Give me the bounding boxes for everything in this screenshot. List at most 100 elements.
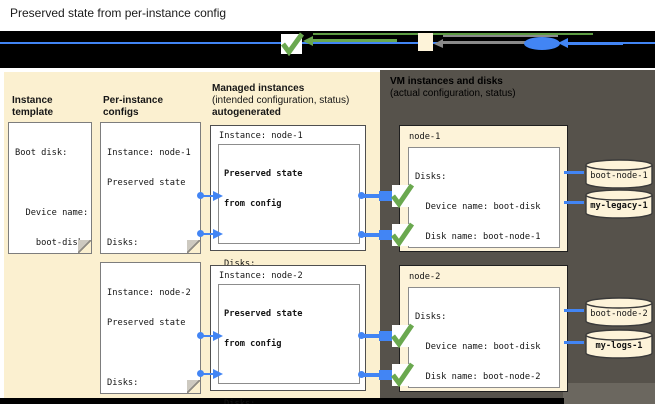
connector-square xyxy=(379,230,393,240)
disk-label: boot-node-1 xyxy=(590,171,648,181)
per-instance-config-node-2: Instance: node-2 Preserved state Disks: … xyxy=(100,262,201,394)
disk-cylinder-icon xyxy=(585,189,653,219)
page-fold-icon xyxy=(187,380,200,393)
per-instance-config-node-1: Instance: node-1 Preserved state Disks: … xyxy=(100,122,201,368)
disk-cylinder-icon xyxy=(585,329,653,359)
connector-dot xyxy=(358,192,365,199)
code-line: Disks: xyxy=(415,312,447,322)
applied-checkmark-icon xyxy=(391,183,415,208)
disk-connector-line xyxy=(564,309,584,312)
code-line: Preserved state xyxy=(107,178,186,188)
arrow-right-icon xyxy=(213,369,223,379)
code-line: Boot disk: xyxy=(15,148,68,158)
apply-arrow-green-body xyxy=(312,39,397,42)
managed-instance-node-1: Instance: node-1 Preserved state from co… xyxy=(210,125,366,389)
connector-dot xyxy=(358,371,365,378)
disk-label: my-logs-1 xyxy=(595,341,643,351)
disk-cylinder-icon xyxy=(585,159,653,189)
disk-cylinder-my-logs-1: my-logs-1 xyxy=(584,328,654,360)
arrow-right-icon xyxy=(213,191,223,201)
code-line: Disks: xyxy=(107,378,139,388)
disk-cylinder-boot-node-2: boot-node-2 xyxy=(584,296,654,328)
code-line: Disk name: boot-node-2 xyxy=(415,372,541,382)
code-line: from config xyxy=(224,339,282,349)
connector-line xyxy=(202,195,214,197)
column-header-per-instance-configs: Per-instance configs xyxy=(103,95,164,118)
applied-checkmark-icon xyxy=(391,362,415,387)
disk-cylinder-my-legacy-1: my-legacy-1 xyxy=(584,188,654,220)
connector-dot xyxy=(358,231,365,238)
disk-connector-line xyxy=(564,171,584,174)
disk-connector-line xyxy=(564,341,584,344)
connector-line xyxy=(364,373,380,377)
managed-instance-node-2: Instance: node-2 Preserved state from co… xyxy=(210,265,366,404)
legend-gray-line xyxy=(443,35,558,37)
instance-template-box: Boot disk: Device name: boot-disk xyxy=(8,122,92,254)
attach-arrow-blue-body xyxy=(568,42,623,45)
managed-instance-header: Instance: node-2 xyxy=(219,271,303,281)
bottom-border-bar xyxy=(0,398,564,404)
code-line: Device name: boot-disk xyxy=(415,202,541,212)
vm-instance-node-2: node-2 Disks: Device name: boot-disk Dis… xyxy=(399,265,568,392)
legend-green-line xyxy=(313,33,593,35)
code-line: Disks: xyxy=(415,172,447,182)
attach-arrow-blue-head-icon xyxy=(558,38,568,48)
connector-line xyxy=(364,194,380,198)
reference-arrow-gray-body xyxy=(443,41,548,44)
code-line: boot-disk xyxy=(15,238,83,248)
disk-label: my-legacy-1 xyxy=(590,201,648,211)
vm-panel-corner xyxy=(563,383,655,404)
connector-line xyxy=(202,373,214,375)
arrow-right-icon xyxy=(213,331,223,341)
connector-dot xyxy=(197,332,204,339)
disk-connector-line xyxy=(564,201,584,204)
code-line: Preserved state xyxy=(224,169,303,179)
disk-cylinder-icon xyxy=(585,297,653,327)
connector-line xyxy=(202,233,214,235)
code-line: Preserved state xyxy=(107,318,186,328)
page-fold-icon xyxy=(78,240,91,253)
column-header-instance-template: Instance template xyxy=(12,95,54,118)
code-line: Device name: xyxy=(15,208,89,218)
arrow-right-icon xyxy=(213,229,223,239)
connector-dot xyxy=(197,192,204,199)
mig-resource-square-icon xyxy=(418,33,433,51)
managed-instances-subtitle: (intended configuration, status) xyxy=(212,95,350,106)
connector-line xyxy=(364,233,380,237)
connector-square xyxy=(379,370,393,380)
code-line: Instance: node-2 xyxy=(107,288,191,298)
code-line: Disk name: boot-node-1 xyxy=(415,232,541,242)
connector-line xyxy=(364,334,380,338)
disk-cylinder-boot-node-1: boot-node-1 xyxy=(584,158,654,190)
connector-square xyxy=(379,331,393,341)
code-line: Device name: boot-disk xyxy=(415,342,541,352)
code-line: Disks: xyxy=(224,259,256,269)
connector-line xyxy=(202,335,214,337)
managed-instances-title: Managed instances xyxy=(212,83,305,94)
vm-panel-title: VM instances and disks xyxy=(390,76,503,87)
figure-title: Preserved state from per-instance config xyxy=(10,6,227,20)
legend-blue-line xyxy=(0,42,655,44)
legend-bar xyxy=(0,31,655,68)
reference-arrow-gray-head-icon xyxy=(434,39,443,48)
code-line: from config xyxy=(224,199,282,209)
code-line: Disks: xyxy=(107,238,139,248)
vm-header: node-2 xyxy=(409,272,441,282)
vm-instance-node-1: node-1 Disks: Device name: boot-disk Dis… xyxy=(399,125,568,392)
managed-instances-autogenerated: autogenerated xyxy=(212,107,281,118)
connector-dot xyxy=(197,230,204,237)
code-line: Preserved state xyxy=(224,309,303,319)
connector-dot xyxy=(358,332,365,339)
vm-header: node-1 xyxy=(409,132,441,142)
disk-label: boot-node-2 xyxy=(590,309,648,319)
column-header-managed-instances: Managed instances (intended configuratio… xyxy=(212,83,349,119)
connector-square xyxy=(379,191,393,201)
applied-checkmark-icon xyxy=(281,32,305,57)
code-line: Instance: node-1 xyxy=(107,148,191,158)
page-fold-icon xyxy=(187,240,200,253)
connector-dot xyxy=(197,370,204,377)
apply-arrow-green-head-icon xyxy=(303,36,313,46)
vm-panel-subtitle: (actual configuration, status) xyxy=(390,88,516,99)
code-line: Disks: xyxy=(224,399,256,404)
